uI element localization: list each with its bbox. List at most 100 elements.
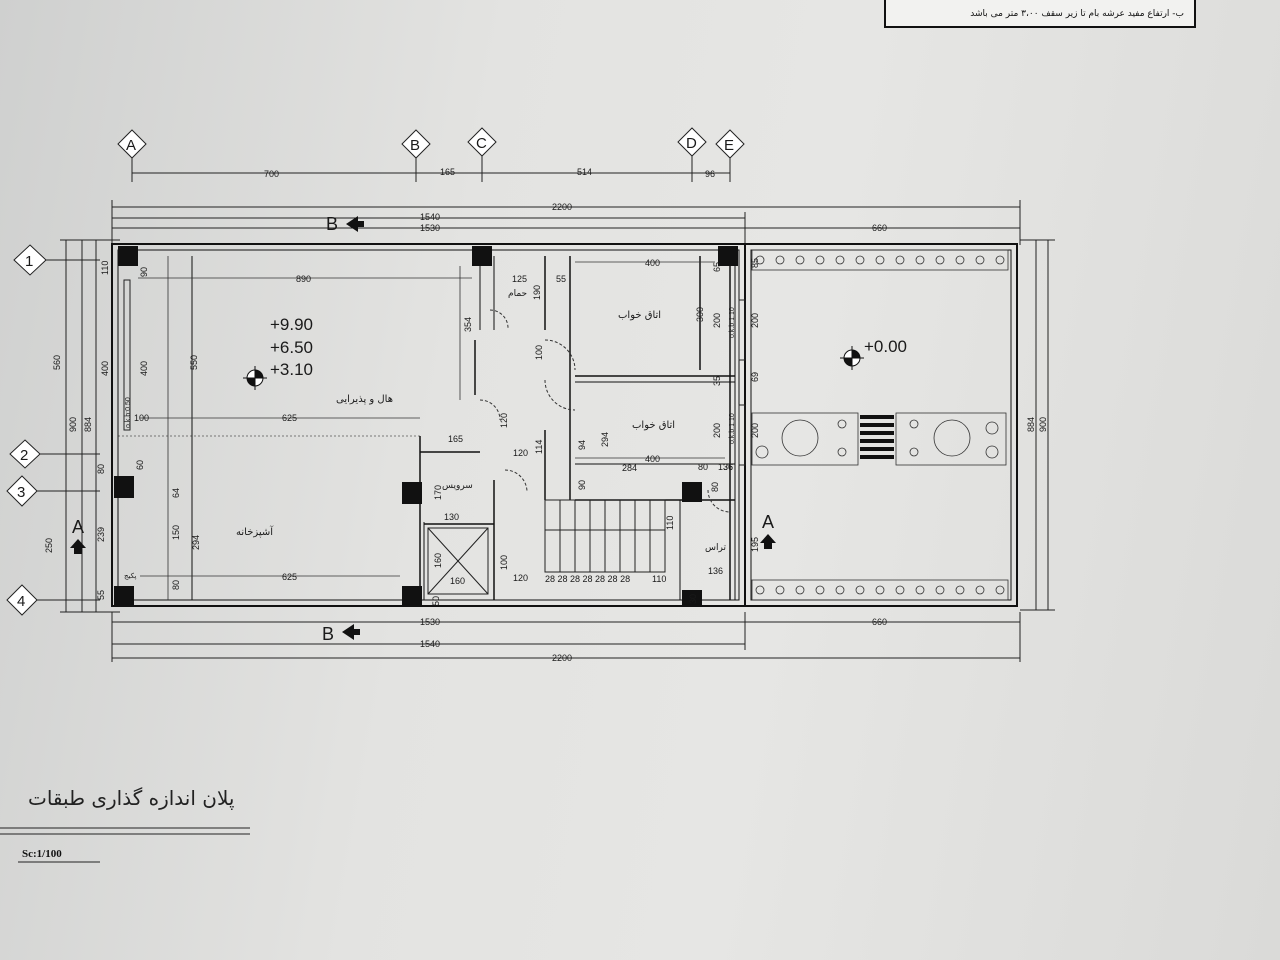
dim-284: 284 [622,463,637,473]
dim-165: 165 [440,167,455,177]
dim-150: 150 [171,525,181,540]
dim-90: 90 [139,267,149,277]
axis-bubble-3: 3 [6,475,38,507]
dim-190: 190 [532,285,542,300]
dim-625-top: 625 [282,413,297,423]
dim-69: 69 [750,372,760,382]
dim-400-left: 400 [100,361,110,376]
dim-660-bottom: 660 [872,617,887,627]
dim-96: 96 [705,169,715,179]
dim-136-b: 136 [718,462,733,472]
dim-64: 64 [171,488,181,498]
dim-30: 30 [688,594,698,604]
axis-bubble-c: C [467,127,497,157]
dim-170: 170 [433,485,443,500]
svg-text:B: B [326,214,338,234]
dim-400-inner: 400 [139,361,149,376]
dim-250-left: 250 [44,538,54,553]
section-mark-b-bottom: B [322,624,360,644]
room-package: پکیج [124,572,136,580]
dim-400-b: 400 [645,454,660,464]
svg-text:D: D [686,135,697,152]
door-swings [479,309,731,513]
yard-flower-beds [751,249,1009,601]
dim-900-left: 900 [68,417,78,432]
dim-80-left: 80 [96,464,106,474]
dim-125: 125 [512,274,527,284]
axis-bubble-1: 1 [13,244,47,276]
svg-text:A: A [762,512,774,532]
dim-130: 130 [444,512,459,522]
dim-884-right: 884 [1026,417,1036,432]
level-3-10: +3.10 [270,360,313,379]
right-dimension-lines [1020,239,1055,611]
dim-110-left: 110 [100,261,110,275]
svg-text:2: 2 [20,447,28,464]
dim-1540-bottom: 1540 [420,639,440,649]
svg-text:A: A [126,137,136,154]
room-bedroom-1: اتاق خواب [618,310,661,321]
window-sill-hall: o.k.b:0.50 [125,397,132,428]
svg-text:4: 4 [17,593,25,610]
left-dimension-lines [37,239,120,613]
dim-110-h: 110 [652,574,666,584]
dim-900-right: 900 [1038,417,1048,432]
dim-114: 114 [534,440,544,454]
section-mark-a-right: A [760,512,776,549]
dim-560-left: 560 [52,355,62,370]
axis-bubble-d: D [677,127,707,157]
dim-239-left: 239 [96,527,106,542]
dim-55-left: 55 [96,590,106,600]
svg-text:3: 3 [17,484,25,501]
dim-35: 35 [712,376,722,386]
dim-294-kitchen: 294 [191,535,201,550]
dim-100-v: 100 [534,345,544,360]
dim-120-v: 120 [499,413,509,428]
dim-60: 60 [135,460,145,470]
dim-514: 514 [577,167,592,177]
dim-80-b: 80 [710,482,720,492]
level-6-50: +6.50 [270,338,313,357]
dim-200-d: 200 [750,423,760,438]
room-kitchen: آشپزخانه [236,525,274,538]
dim-660-top: 660 [872,223,887,233]
dim-65: 65 [712,262,722,272]
dim-160-h: 160 [450,576,465,586]
dim-200-b: 200 [712,423,722,438]
dim-2200-top: 2200 [552,202,572,212]
level-0-00: +0.00 [864,337,907,356]
window-sill-bed-1: o.k.b:1.10 [729,307,736,338]
dim-80-a: 80 [698,462,708,472]
yard-steps [860,415,894,459]
stair-treads: 28 28 28 28 28 28 28 [545,574,630,584]
dim-294-bed: 294 [600,432,610,447]
dim-625-bottom: 625 [282,572,297,582]
general-note-box: ب- ارتفاع مفید عرشه بام تا زیر سقف ۳،۰۰ … [884,0,1196,28]
dim-195: 195 [750,537,760,552]
axis-bubble-a: A [117,129,147,159]
axis-bubble-e: E [715,129,745,159]
dim-1530-bottom: 1530 [420,617,440,627]
dim-85: 85 [750,258,760,268]
svg-text:B: B [410,137,420,154]
interior-dimension-lines [138,256,725,600]
dim-160-v: 160 [433,553,443,568]
axis-bubble-b: B [401,129,431,159]
dim-90-b: 90 [577,480,587,490]
dim-80-kitchen: 80 [171,580,181,590]
svg-text:A: A [72,517,84,537]
staircase [544,499,666,573]
window-sill-bed-2: o.k.b:1.10 [729,413,736,444]
general-note: ب- ارتفاع مفید عرشه بام تا زیر سقف ۳،۰۰ … [970,9,1184,19]
top-dimension-lines [111,200,1021,245]
level-marker-upper [243,366,267,390]
dim-136-a: 136 [708,566,723,576]
dim-120-b: 120 [513,573,528,583]
room-bath: حمام [508,289,527,299]
drawing-scale: Sc:1/100 [22,848,62,860]
axis-bubble-2: 2 [9,439,41,469]
dim-55-bath: 55 [556,274,566,284]
dim-1540-top: 1540 [420,212,440,222]
